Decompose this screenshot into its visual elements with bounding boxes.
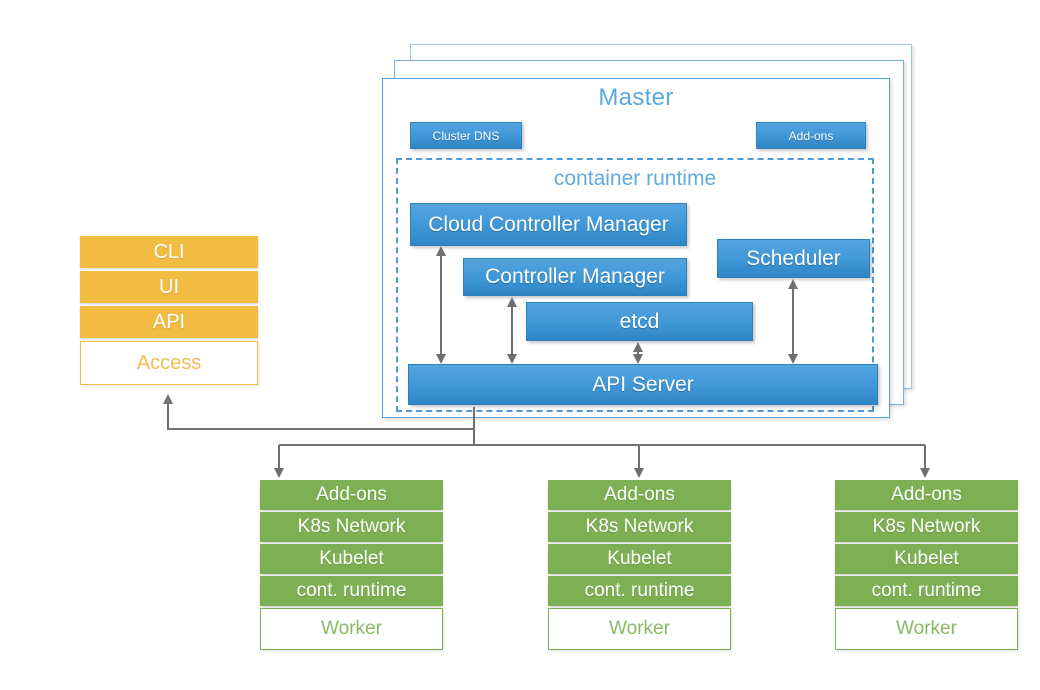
- worker-3-k8s-network[interactable]: K8s Network: [835, 512, 1018, 542]
- container-runtime-boundary: [396, 158, 874, 412]
- worker-1-k8s-network[interactable]: K8s Network: [260, 512, 443, 542]
- worker-node-3: Add-ons K8s Network Kubelet cont. runtim…: [835, 480, 1018, 650]
- access-stack: CLI UI API Access: [80, 236, 258, 385]
- api-server-box[interactable]: API Server: [408, 364, 878, 405]
- worker-1-kubelet[interactable]: Kubelet: [260, 544, 443, 574]
- worker-3-kubelet[interactable]: Kubelet: [835, 544, 1018, 574]
- container-runtime-title: container runtime: [553, 167, 717, 190]
- controller-manager-box[interactable]: Controller Manager: [463, 258, 687, 296]
- worker-node-2: Add-ons K8s Network Kubelet cont. runtim…: [548, 480, 731, 650]
- worker-2-addons[interactable]: Add-ons: [548, 480, 731, 510]
- worker-1-cont-runtime[interactable]: cont. runtime: [260, 576, 443, 606]
- worker-1-addons[interactable]: Add-ons: [260, 480, 443, 510]
- worker-1-label: Worker: [260, 608, 443, 650]
- etcd-box[interactable]: etcd: [526, 302, 753, 341]
- worker-2-cont-runtime[interactable]: cont. runtime: [548, 576, 731, 606]
- cloud-controller-manager-box[interactable]: Cloud Controller Manager: [410, 203, 687, 246]
- master-addons-box[interactable]: Add-ons: [756, 122, 866, 149]
- master-title: Master: [598, 84, 674, 111]
- worker-3-cont-runtime[interactable]: cont. runtime: [835, 576, 1018, 606]
- access-item-cli[interactable]: CLI: [80, 236, 258, 268]
- worker-2-kubelet[interactable]: Kubelet: [548, 544, 731, 574]
- scheduler-box[interactable]: Scheduler: [717, 239, 870, 278]
- worker-2-k8s-network[interactable]: K8s Network: [548, 512, 731, 542]
- access-item-api[interactable]: API: [80, 306, 258, 338]
- access-item-ui[interactable]: UI: [80, 271, 258, 303]
- access-label: Access: [80, 341, 258, 385]
- worker-2-label: Worker: [548, 608, 731, 650]
- worker-node-1: Add-ons K8s Network Kubelet cont. runtim…: [260, 480, 443, 650]
- worker-3-addons[interactable]: Add-ons: [835, 480, 1018, 510]
- worker-3-label: Worker: [835, 608, 1018, 650]
- cluster-dns-box[interactable]: Cluster DNS: [410, 122, 522, 149]
